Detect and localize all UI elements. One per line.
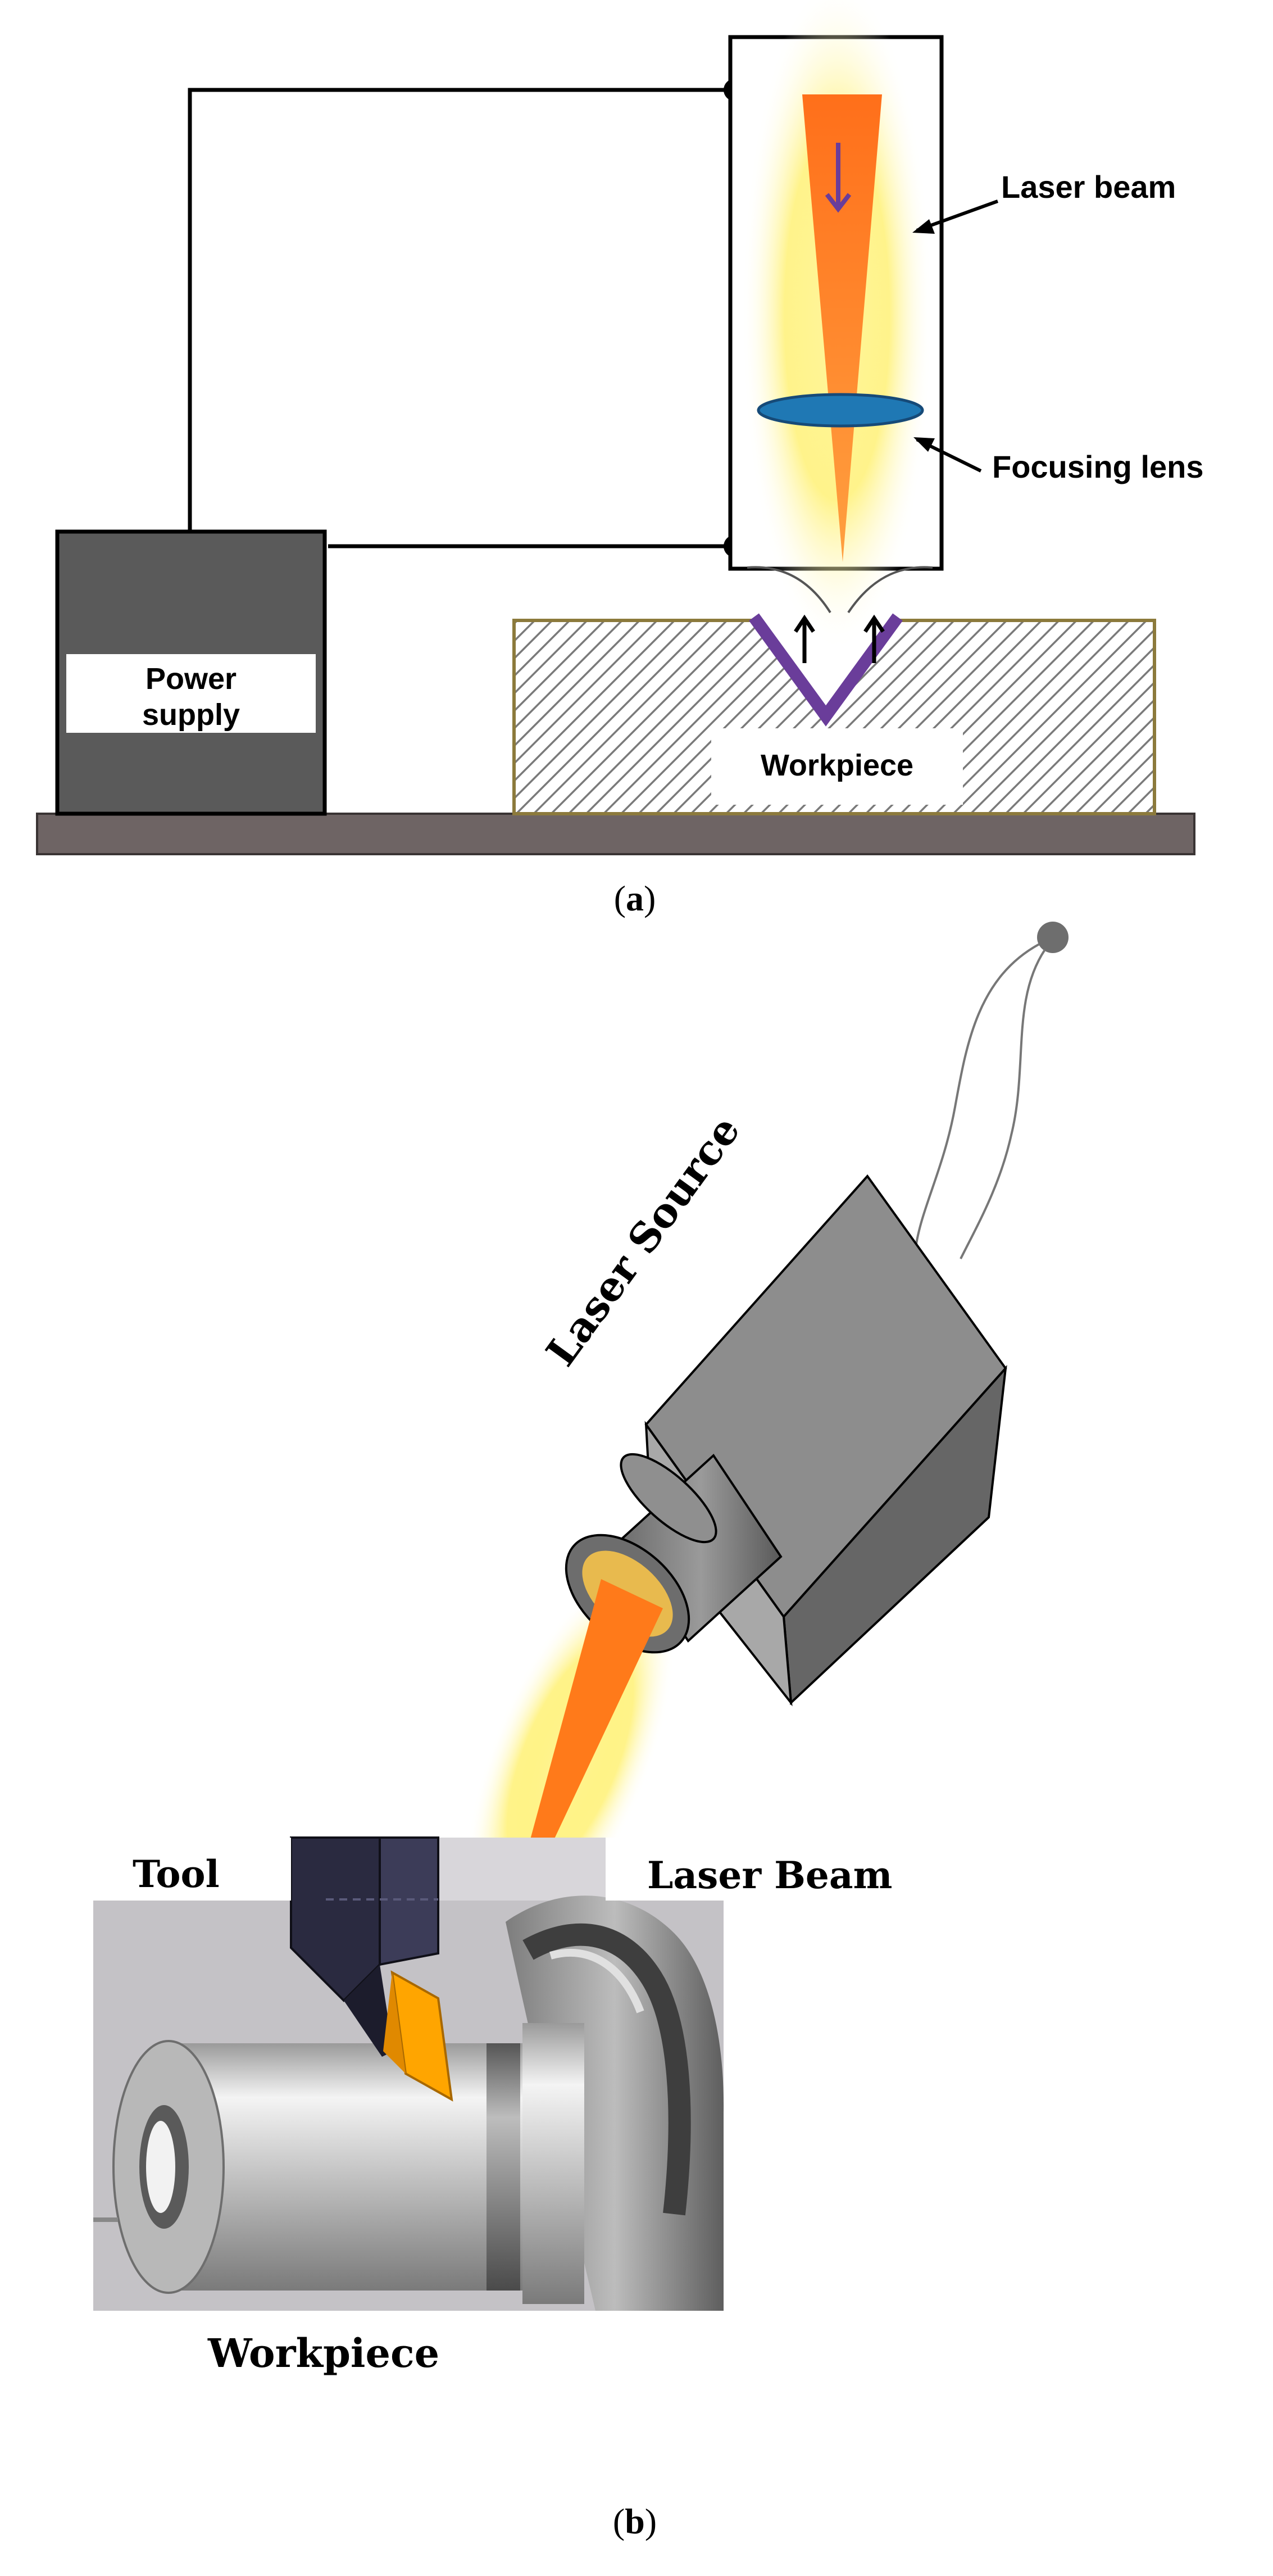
focusing-lens bbox=[757, 393, 924, 428]
laser-beam bbox=[802, 94, 882, 562]
cable-wire-2 bbox=[960, 949, 1046, 1259]
nozzle-rear-rim bbox=[620, 1453, 717, 1544]
laser-beam-label-a: Laser beam bbox=[1001, 169, 1176, 205]
tool-label-box bbox=[93, 1838, 291, 1901]
base-plate bbox=[36, 813, 1195, 855]
cable-end bbox=[1037, 922, 1069, 953]
laser-source-label: Laser Source bbox=[537, 1107, 749, 1375]
power-supply-label-box bbox=[66, 654, 316, 733]
cable-wire-1 bbox=[915, 943, 1040, 1248]
ejection-arrowhead-right bbox=[863, 614, 885, 633]
workpiece-label-b: Workpiece bbox=[207, 2330, 439, 2377]
workpiece-label-box-a bbox=[711, 728, 963, 805]
chuck-flange-ring bbox=[522, 1923, 691, 2216]
tool-label: Tool bbox=[133, 1852, 220, 1896]
caption-b: (b) bbox=[613, 2501, 657, 2541]
tool-shank-tip bbox=[344, 1965, 393, 2057]
ejection-arrowhead-left bbox=[794, 614, 815, 633]
workpiece-label-box-b bbox=[191, 2311, 562, 2383]
wire-top bbox=[188, 88, 735, 541]
vapor-arrow-right bbox=[847, 566, 933, 614]
workpiece-groove bbox=[487, 2043, 520, 2291]
vapor-arrow-left bbox=[747, 566, 831, 614]
focusing-lens-label: Focusing lens bbox=[992, 449, 1204, 484]
beam-direction-arrowhead bbox=[825, 193, 852, 213]
panel-b: Tool Laser Beam Workpiece Laser Source (… bbox=[93, 922, 1069, 2541]
workpiece-label-a: Workpiece bbox=[761, 749, 913, 782]
laser-beam-leader-arrowhead bbox=[912, 219, 935, 234]
tool-holder-side bbox=[379, 1836, 439, 1966]
laser-beam-label-box-b bbox=[606, 1838, 909, 1901]
cutting-insert-shade bbox=[383, 1972, 406, 2074]
focusing-lens-leader-arrowhead bbox=[913, 437, 935, 452]
workpiece-bore-inner bbox=[146, 2121, 175, 2213]
chuck-flange-ring-highlight bbox=[549, 1948, 644, 2013]
laser-beam-label-b: Laser Beam bbox=[647, 1853, 892, 1897]
workpiece-step bbox=[522, 2023, 584, 2304]
caption-a: (a) bbox=[614, 878, 656, 918]
